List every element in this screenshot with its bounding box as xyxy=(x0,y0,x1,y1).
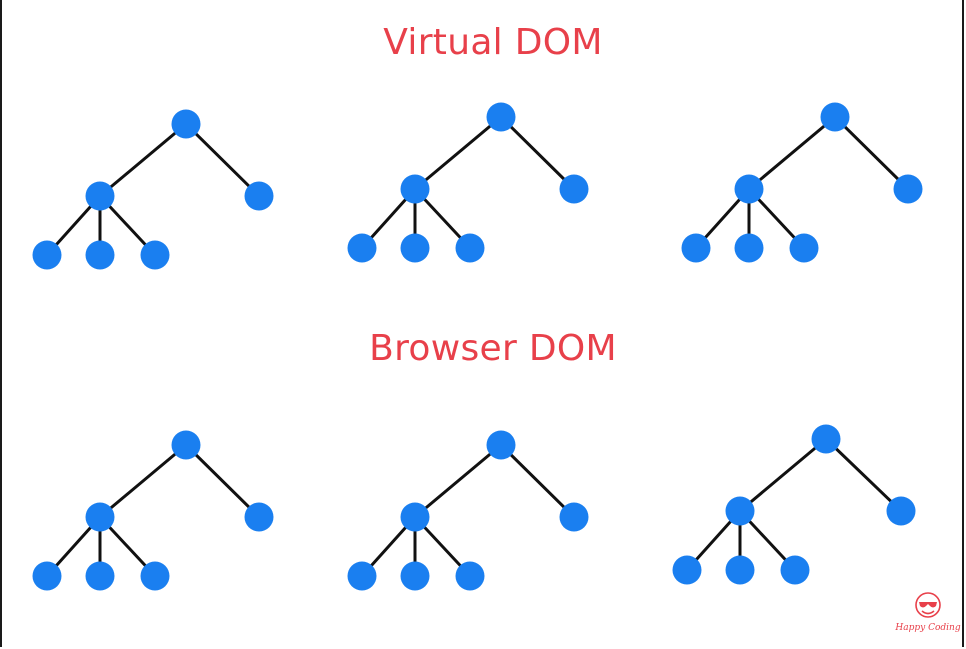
tree-edge-root-leaf-right xyxy=(499,115,576,191)
virtual-dom-tree-1 xyxy=(32,109,274,270)
tree-node-grandchild-1 xyxy=(347,561,377,591)
tree-node-leaf-right xyxy=(559,502,589,532)
tree-edge-root-leaf-right xyxy=(184,443,261,519)
tree-node-grandchild-3 xyxy=(455,233,485,263)
smiley-sunglasses-icon xyxy=(915,592,941,618)
tree-node-leaf-right xyxy=(893,174,923,204)
tree-node-grandchild-3 xyxy=(140,561,170,591)
tree-node-child xyxy=(400,174,430,204)
tree-node-grandchild-2 xyxy=(400,561,430,591)
tree-node-grandchild-2 xyxy=(725,555,755,585)
tree-node-grandchild-1 xyxy=(347,233,377,263)
tree-edge-root-leaf-right xyxy=(824,437,903,513)
tree-node-root xyxy=(171,109,201,139)
watermark-text: Happy Coding xyxy=(895,623,961,633)
tree-edge-root-child xyxy=(739,437,827,513)
tree-node-child xyxy=(734,174,764,204)
virtual-dom-tree-2 xyxy=(347,102,589,263)
tree-node-root xyxy=(820,102,850,132)
tree-node-root xyxy=(811,424,841,454)
tree-node-leaf-right xyxy=(886,496,916,526)
browser-dom-tree-1 xyxy=(32,430,274,591)
tree-node-child xyxy=(85,502,115,532)
tree-edge-root-leaf-right xyxy=(184,122,261,198)
tree-edge-root-leaf-right xyxy=(499,443,576,519)
tree-node-grandchild-3 xyxy=(789,233,819,263)
tree-node-grandchild-3 xyxy=(455,561,485,591)
virtual-dom-title: Virtual DOM xyxy=(383,22,603,63)
tree-node-root xyxy=(486,430,516,460)
tree-edge-root-leaf-right xyxy=(833,115,910,191)
tree-edge-root-child xyxy=(414,115,502,191)
browser-dom-title: Browser DOM xyxy=(369,328,617,369)
tree-node-child xyxy=(85,181,115,211)
tree-edge-root-child xyxy=(748,115,836,191)
browser-dom-tree-3 xyxy=(672,424,916,585)
tree-node-grandchild-1 xyxy=(32,561,62,591)
tree-node-grandchild-1 xyxy=(672,555,702,585)
tree-node-grandchild-2 xyxy=(85,561,115,591)
tree-node-grandchild-2 xyxy=(400,233,430,263)
tree-node-child xyxy=(400,502,430,532)
browser-dom-tree-2 xyxy=(347,430,589,591)
tree-node-child xyxy=(725,496,755,526)
tree-node-root xyxy=(171,430,201,460)
tree-node-grandchild-2 xyxy=(734,233,764,263)
watermark: Happy Coding xyxy=(893,590,963,633)
tree-edge-root-child xyxy=(99,443,187,519)
tree-node-grandchild-1 xyxy=(681,233,711,263)
tree-node-leaf-right xyxy=(244,181,274,211)
tree-node-grandchild-3 xyxy=(140,240,170,270)
tree-node-grandchild-3 xyxy=(780,555,810,585)
tree-node-leaf-right xyxy=(559,174,589,204)
virtual-dom-tree-3 xyxy=(681,102,923,263)
tree-node-leaf-right xyxy=(244,502,274,532)
tree-edge-root-child xyxy=(99,122,187,198)
tree-node-grandchild-2 xyxy=(85,240,115,270)
tree-node-grandchild-1 xyxy=(32,240,62,270)
tree-node-root xyxy=(486,102,516,132)
tree-edge-root-child xyxy=(414,443,502,519)
